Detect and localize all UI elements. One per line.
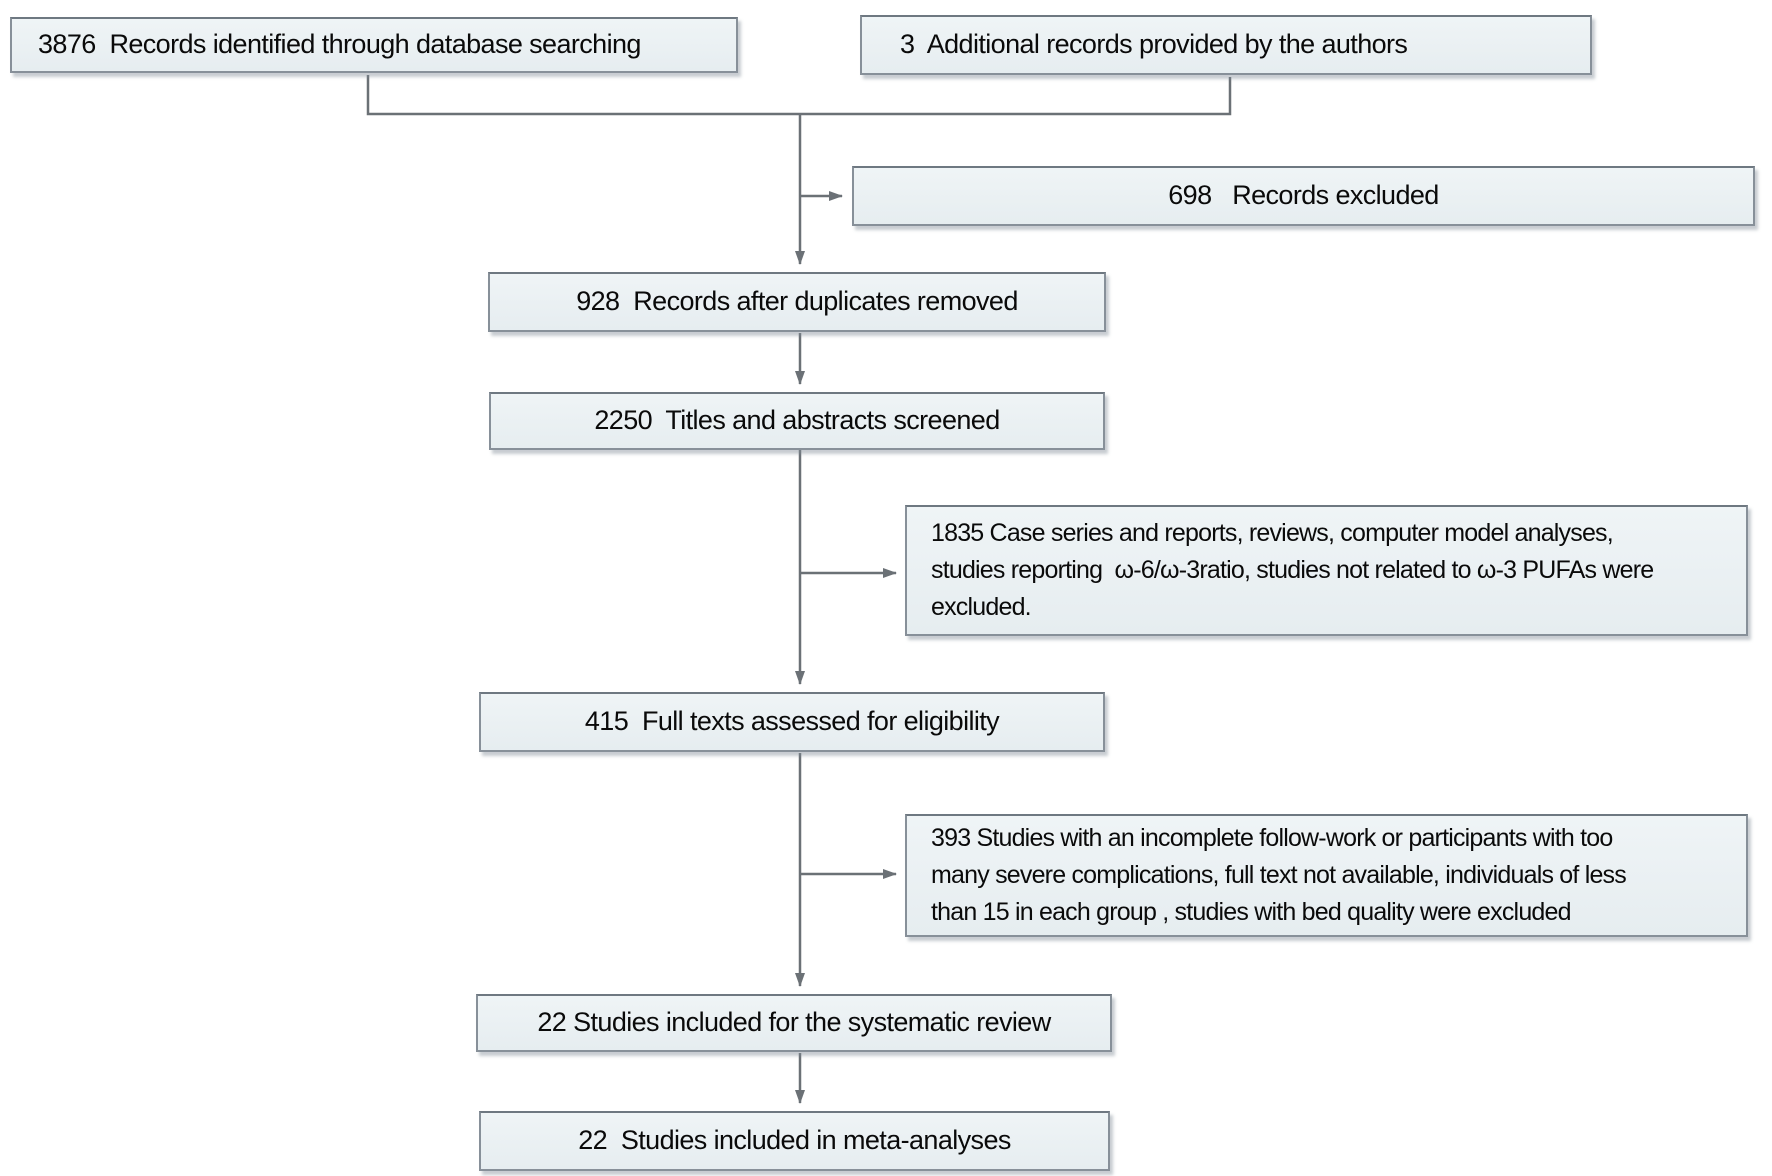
box-systematic-review: 22 Studies included for the systematic r… [476, 994, 1112, 1052]
box-titles-screened: 2250 Titles and abstracts screened [489, 392, 1105, 450]
box-records-identified: 3876 Records identified through database… [10, 17, 738, 73]
box-meta-analyses: 22 Studies included in meta-analyses [479, 1111, 1110, 1171]
box-records-excluded: 698 Records excluded [852, 166, 1755, 226]
box-excluded-after-screening: 1835 Case series and reports, reviews, c… [905, 505, 1748, 636]
box-full-texts-assessed: 415 Full texts assessed for eligibility [479, 692, 1105, 752]
box-excluded-after-fulltext: 393 Studies with an incomplete follow-wo… [905, 814, 1748, 937]
box-duplicates-removed: 928 Records after duplicates removed [488, 272, 1106, 332]
box-additional-records: 3 Additional records provided by the aut… [860, 15, 1592, 75]
